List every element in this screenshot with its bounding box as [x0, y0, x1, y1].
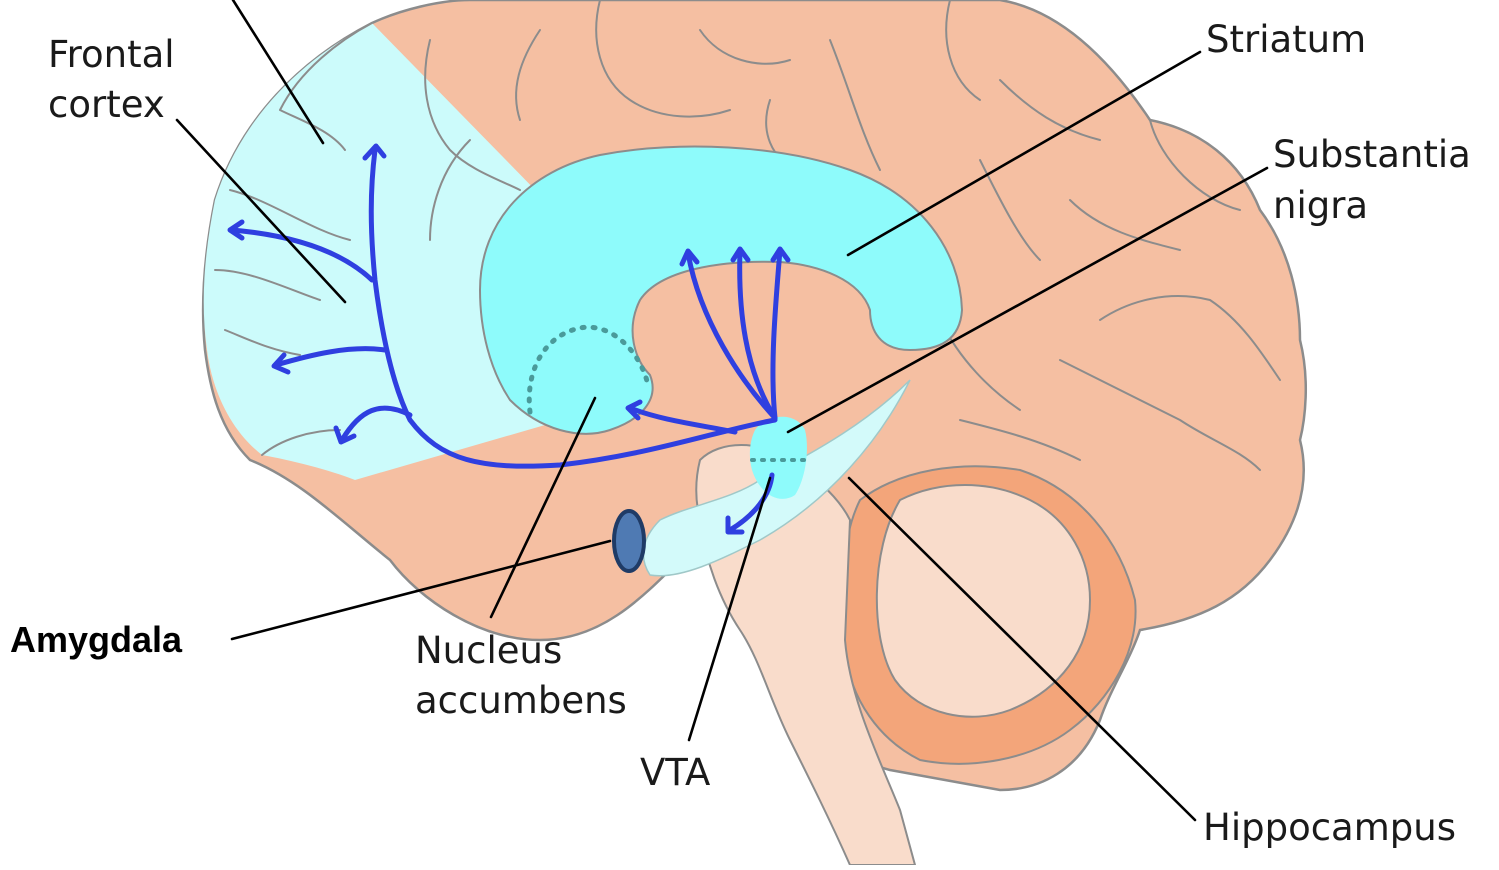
label-frontal-cortex-1: Frontal	[48, 33, 175, 76]
label-frontal-cortex-2: cortex	[48, 83, 165, 126]
label-nucleus-accumbens-1: Nucleus	[415, 629, 562, 672]
label-hippocampus: Hippocampus	[1203, 806, 1456, 849]
label-vta: VTA	[640, 751, 710, 794]
amygdala-shape	[614, 511, 644, 571]
label-amygdala: Amygdala	[10, 619, 183, 660]
label-substantia-nigra-2: nigra	[1273, 184, 1368, 227]
label-substantia-nigra-1: Substantia	[1273, 133, 1471, 176]
label-nucleus-accumbens-2: accumbens	[415, 679, 627, 722]
label-striatum: Striatum	[1206, 18, 1366, 61]
